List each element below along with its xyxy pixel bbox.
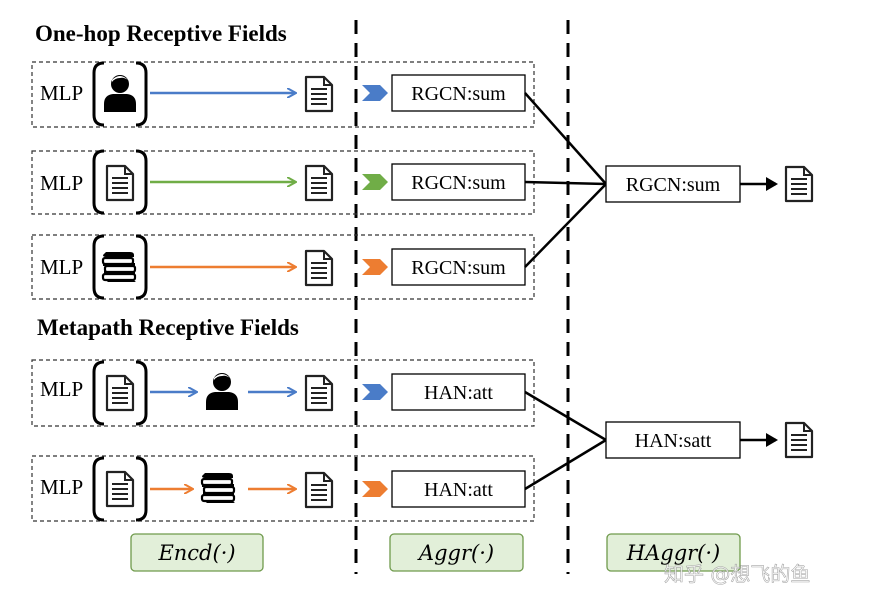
chevron-green-icon: [362, 174, 388, 190]
chevron-orange-icon: [362, 481, 388, 497]
mlp-label: MLP: [40, 475, 83, 499]
onehop-section-title: One-hop Receptive Fields: [35, 21, 287, 46]
bracket-right: [134, 456, 148, 522]
document-icon: [105, 470, 135, 508]
row-metapath-venue: MLP HAN:att: [31, 455, 535, 522]
chevron-orange-icon: [362, 259, 388, 275]
document-icon: [105, 164, 135, 202]
hier-aggr-metapath-box: [605, 421, 741, 459]
bracket-left: [92, 234, 106, 300]
aggr-box-1: [391, 74, 526, 112]
aggr-box-label: RGCN:sum: [411, 257, 506, 279]
document-icon: [304, 374, 334, 412]
bracket-right: [134, 61, 148, 127]
aggr-box-label: RGCN:sum: [411, 172, 506, 194]
aggr-box-3: [391, 248, 526, 286]
person-icon: [206, 373, 238, 410]
row-onehop-author: MLP RGCN:sum: [31, 61, 535, 128]
aggr-box-4: [391, 373, 526, 411]
books-icon: [200, 471, 237, 505]
hier-aggr-metapath-label: HAN:satt: [635, 430, 712, 452]
person-icon: [104, 75, 136, 112]
mlp-label: MLP: [40, 171, 83, 195]
bracket-right: [134, 360, 148, 426]
aggr-box-label: RGCN:sum: [411, 83, 506, 105]
row-frame: [31, 234, 535, 300]
encoder-stage-label: Encd(·): [157, 541, 235, 565]
metapath-connectors: [524, 390, 607, 491]
hier-aggregator-stage-label: HAggr(·): [626, 541, 720, 565]
onehop-connectors: [524, 92, 607, 268]
bracket-left: [92, 456, 106, 522]
watermark-text: 知乎 @想飞的鱼: [664, 562, 810, 586]
document-icon: [105, 374, 135, 412]
aggr-box-label: HAN:att: [424, 479, 493, 501]
aggr-box-2: [391, 163, 526, 201]
bracket-right: [134, 234, 148, 300]
hier-aggregator-stage-box: [606, 533, 741, 572]
row-metapath-author: MLP HAN:att: [31, 359, 535, 427]
document-icon: [304, 471, 334, 509]
encoder-stage-box: [130, 533, 264, 572]
chevron-blue-icon: [362, 85, 388, 101]
document-icon: [304, 164, 334, 202]
aggr-box-label: HAN:att: [424, 382, 493, 404]
chevron-blue-icon: [362, 384, 388, 400]
row-frame: [31, 61, 535, 128]
hier-aggr-onehop-label: RGCN:sum: [626, 174, 721, 196]
bracket-left: [92, 61, 106, 127]
mlp-label: MLP: [40, 81, 83, 105]
row-onehop-venue: MLP RGCN:sum: [31, 234, 535, 300]
document-icon: [304, 75, 334, 113]
mlp-label: MLP: [40, 377, 83, 401]
aggregator-stage-label: Aggr(·): [417, 541, 494, 565]
aggregator-stage-box: [389, 533, 524, 572]
row-frame: [31, 359, 535, 427]
metapath-section-title: Metapath Receptive Fields: [37, 315, 299, 340]
bracket-right: [134, 149, 148, 215]
output-document-icon: [784, 165, 814, 203]
mlp-label: MLP: [40, 255, 83, 279]
books-icon: [101, 250, 138, 284]
bracket-left: [92, 149, 106, 215]
row-onehop-paper: MLP RGCN:sum: [31, 149, 535, 215]
output-document-icon: [784, 421, 814, 459]
row-frame: [31, 455, 535, 522]
bracket-left: [92, 360, 106, 426]
document-icon: [304, 249, 334, 287]
